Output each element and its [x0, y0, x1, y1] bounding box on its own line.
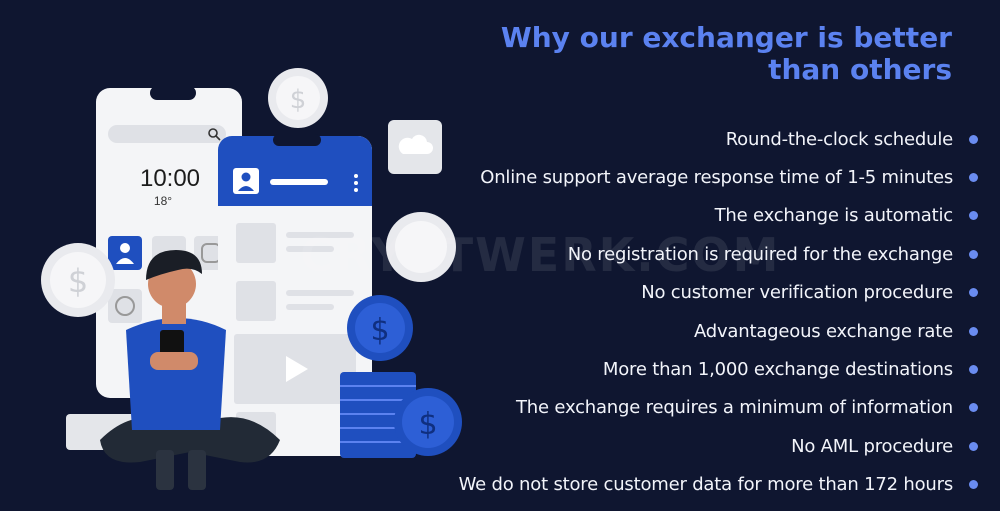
- user-icon: [108, 236, 142, 270]
- feature-label: We do not store customer data for more t…: [458, 474, 954, 496]
- phone-temperature: 18°: [154, 194, 172, 208]
- feature-list: Round-the-clock schedule Online support …: [378, 120, 978, 504]
- phone-time: 10:00: [140, 165, 200, 192]
- feature-item: We do not store customer data for more t…: [378, 466, 978, 504]
- bullet-icon: [969, 441, 978, 451]
- bullet-icon: [969, 326, 978, 336]
- svg-text:$: $: [68, 262, 88, 300]
- feature-item: Advantageous exchange rate: [378, 312, 978, 350]
- feature-label: Advantageous exchange rate: [693, 320, 953, 342]
- feature-item: Round-the-clock schedule: [378, 120, 978, 158]
- feature-label: More than 1,000 exchange destinations: [602, 359, 953, 381]
- bullet-icon: [969, 173, 978, 183]
- title-line-1: Why our exchanger is better: [500, 21, 952, 54]
- dollar-coin-icon: [386, 212, 456, 282]
- feature-item: More than 1,000 exchange destinations: [378, 350, 978, 388]
- feature-label: The exchange is automatic: [714, 205, 954, 227]
- feature-label: No customer verification procedure: [641, 282, 953, 304]
- bullet-icon: [969, 249, 978, 259]
- cloud-icon: [388, 120, 442, 174]
- feature-label: No AML procedure: [791, 435, 953, 457]
- feature-item: No AML procedure: [378, 427, 978, 465]
- feature-item: No customer verification procedure: [378, 274, 978, 312]
- back-phone: 10:00 18°: [96, 86, 242, 398]
- illustration: 10:00 18° $: [41, 68, 462, 490]
- bullet-icon: [969, 403, 978, 413]
- bullet-icon: [969, 134, 978, 144]
- person-with-phone: [100, 250, 280, 490]
- feature-item: Online support average response time of …: [378, 158, 978, 196]
- feature-item: No registration is required for the exch…: [378, 235, 978, 273]
- feature-label: Online support average response time of …: [480, 167, 953, 189]
- svg-text:$: $: [370, 313, 389, 348]
- feature-label: The exchange requires a minimum of infor…: [515, 397, 953, 419]
- bullet-icon: [969, 211, 978, 221]
- dollar-coin-icon: $: [268, 68, 328, 128]
- bullet-icon: [969, 480, 978, 490]
- search-icon: [208, 128, 221, 141]
- feature-label: No registration is required for the exch…: [567, 243, 953, 265]
- feature-item: The exchange is automatic: [378, 197, 978, 235]
- watermark: CRYPTWERK.COM: [300, 228, 781, 282]
- feature-label: Round-the-clock schedule: [725, 128, 954, 150]
- whatsapp-icon: [108, 289, 142, 323]
- svg-text:$: $: [290, 85, 307, 115]
- bullet-icon: [969, 288, 978, 298]
- svg-text:$: $: [418, 407, 437, 442]
- dollar-coin-icon: $: [41, 243, 115, 317]
- dollar-coin-icon: $: [347, 295, 413, 361]
- front-phone: [218, 134, 372, 456]
- play-icon: [286, 356, 308, 382]
- menu-dots-icon: [354, 174, 358, 192]
- dollar-coin-icon: $: [394, 388, 462, 456]
- feature-item: The exchange requires a minimum of infor…: [378, 389, 978, 427]
- page-title: Why our exchanger is better than others: [492, 22, 952, 86]
- bullet-icon: [969, 365, 978, 375]
- title-line-2: than others: [768, 53, 952, 86]
